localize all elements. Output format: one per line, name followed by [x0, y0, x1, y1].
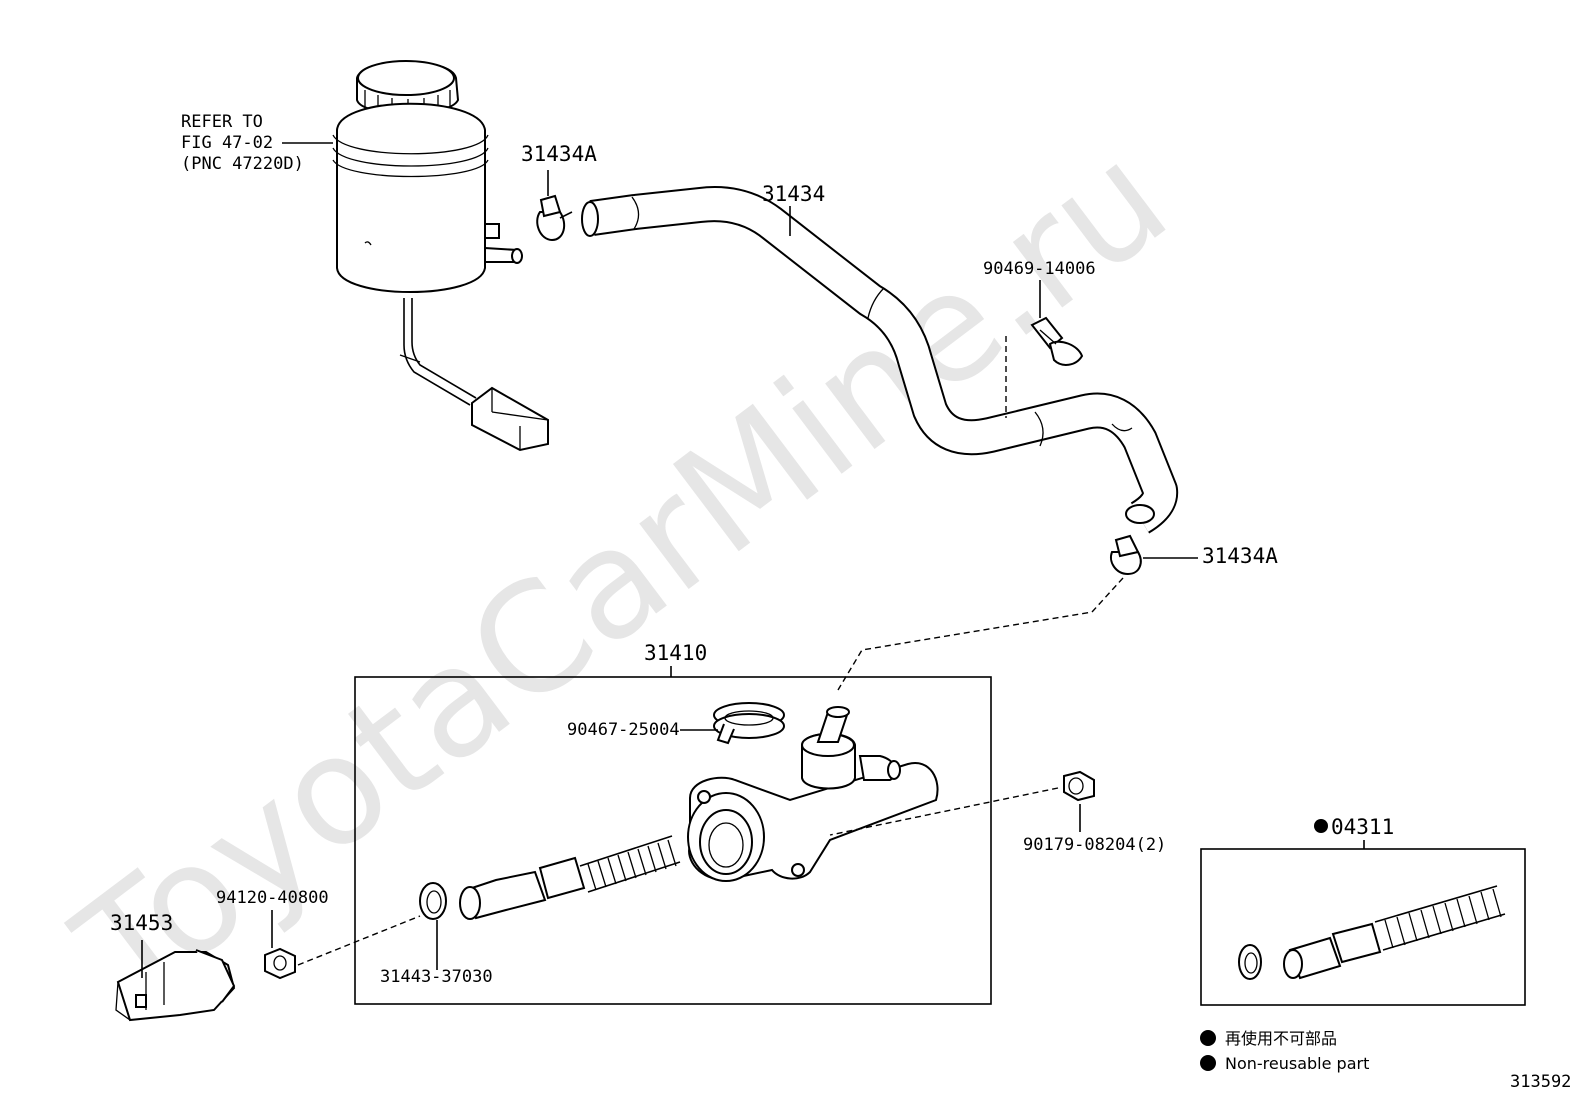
label-90179-08204[interactable]: 90179-08204(2)	[1023, 835, 1166, 855]
repair-kit-box	[1200, 848, 1526, 1006]
label-31453[interactable]: 31453	[110, 911, 173, 935]
hose-clamp-90469[interactable]	[1030, 316, 1084, 366]
snap-ring[interactable]	[419, 882, 447, 920]
legend: 再使用不可部品 Non-reusable part	[1200, 1029, 1369, 1073]
label-90467-25004[interactable]: 90467-25004	[567, 720, 680, 740]
reservoir-tank[interactable]	[332, 60, 549, 452]
legend-japanese: 再使用不可部品	[1225, 1029, 1337, 1048]
label-90469-14006[interactable]: 90469-14006	[983, 259, 1096, 279]
hose-31434[interactable]	[581, 186, 1179, 534]
legend-dot-english	[1200, 1055, 1216, 1071]
label-31410[interactable]: 31410	[644, 641, 707, 665]
piston-assembly[interactable]	[459, 835, 681, 920]
hose-clip-bottom[interactable]	[1110, 534, 1142, 576]
master-cylinder-assembly-box	[354, 676, 992, 1005]
clutch-master-cylinder[interactable]	[687, 706, 939, 882]
reference-note: REFER TO FIG 47-02 (PNC 47220D)	[181, 112, 333, 174]
legend-english: Non-reusable part	[1225, 1054, 1369, 1073]
clip-90467[interactable]	[713, 702, 785, 745]
flange-nut-90179[interactable]	[1063, 770, 1095, 802]
label-31434[interactable]: 31434	[762, 182, 825, 206]
repair-kit-parts[interactable]	[1238, 885, 1506, 980]
non-reusable-dot-04311	[1314, 819, 1328, 833]
nut-94120[interactable]	[264, 947, 296, 980]
label-94120-40800[interactable]: 94120-40800	[216, 888, 329, 908]
legend-dot-japanese	[1200, 1030, 1216, 1046]
label-31434A-bottom[interactable]: 31434A	[1202, 544, 1278, 568]
reference-line-1: REFER TO	[181, 112, 263, 132]
label-04311[interactable]: 04311	[1331, 815, 1394, 839]
hose-clip-top[interactable]	[536, 194, 573, 242]
diagram-id: 313592	[1510, 1072, 1571, 1092]
label-31443-37030[interactable]: 31443-37030	[380, 967, 493, 987]
label-31434A-top[interactable]: 31434A	[521, 142, 597, 166]
reference-line-2: FIG 47-02	[181, 133, 273, 153]
reference-line-3: (PNC 47220D)	[181, 154, 304, 174]
pushrod-clevis-31453[interactable]	[115, 949, 236, 1022]
